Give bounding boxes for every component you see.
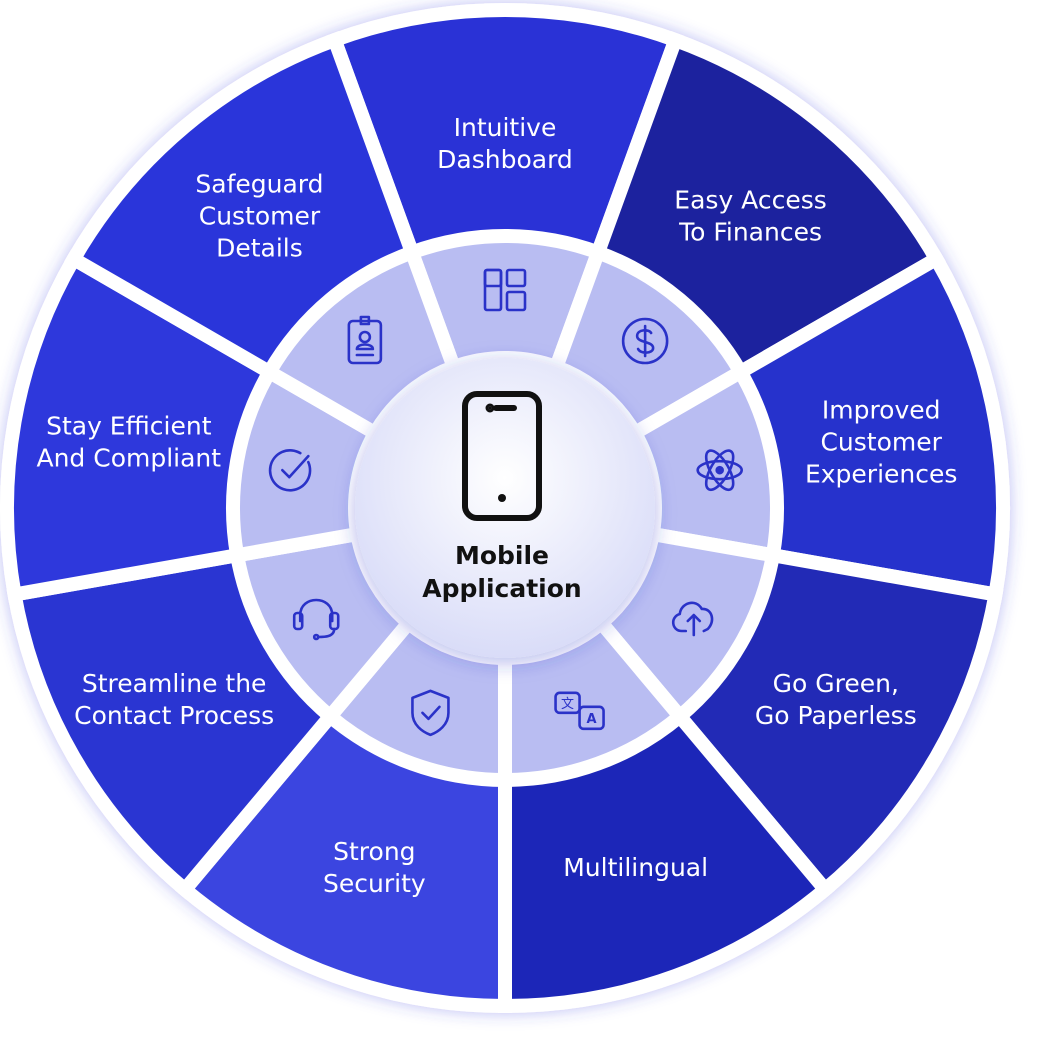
center-circle xyxy=(355,358,655,658)
dashboard-icon xyxy=(483,268,527,312)
segment-label: Security xyxy=(323,869,426,898)
center-title-line-2: Application xyxy=(422,574,581,603)
check-circle-icon xyxy=(268,449,312,492)
segment-label: Go Paperless xyxy=(755,701,917,730)
segment-label: Intuitive xyxy=(454,113,557,142)
segment-label: Customer xyxy=(820,428,942,457)
segment-label: Contact Process xyxy=(74,701,274,730)
segment-label: Details xyxy=(216,233,303,262)
segment-label: Customer xyxy=(199,201,321,230)
segment-label: Streamline the xyxy=(82,669,267,698)
cloud-upload-icon xyxy=(671,601,714,637)
center-hub: Mobile Application xyxy=(355,358,655,658)
svg-text:A: A xyxy=(587,712,597,727)
segment-label: Improved xyxy=(822,396,941,425)
segment-label: Experiences xyxy=(805,460,957,489)
id-badge-icon xyxy=(347,315,383,365)
segment-label: To Finances xyxy=(678,217,822,246)
segment-label: Easy Access xyxy=(674,185,826,214)
translate-icon: 文A xyxy=(554,691,605,731)
svg-text:文: 文 xyxy=(561,697,574,712)
segment-label: Multilingual xyxy=(563,853,708,882)
shield-check-icon xyxy=(411,689,450,737)
headset-icon xyxy=(292,598,340,641)
segment-label: Safeguard xyxy=(195,169,323,198)
segment-label: Go Green, xyxy=(773,669,899,698)
center-title-line-1: Mobile xyxy=(455,541,549,570)
smartphone-icon xyxy=(462,391,542,521)
segment-label: Strong xyxy=(333,837,415,866)
segment-label: Stay Efficient xyxy=(46,412,212,441)
segment-label: Dashboard xyxy=(437,145,573,174)
segment-label: And Compliant xyxy=(36,444,221,473)
atom-icon xyxy=(696,449,743,492)
dollar-icon xyxy=(621,317,669,365)
